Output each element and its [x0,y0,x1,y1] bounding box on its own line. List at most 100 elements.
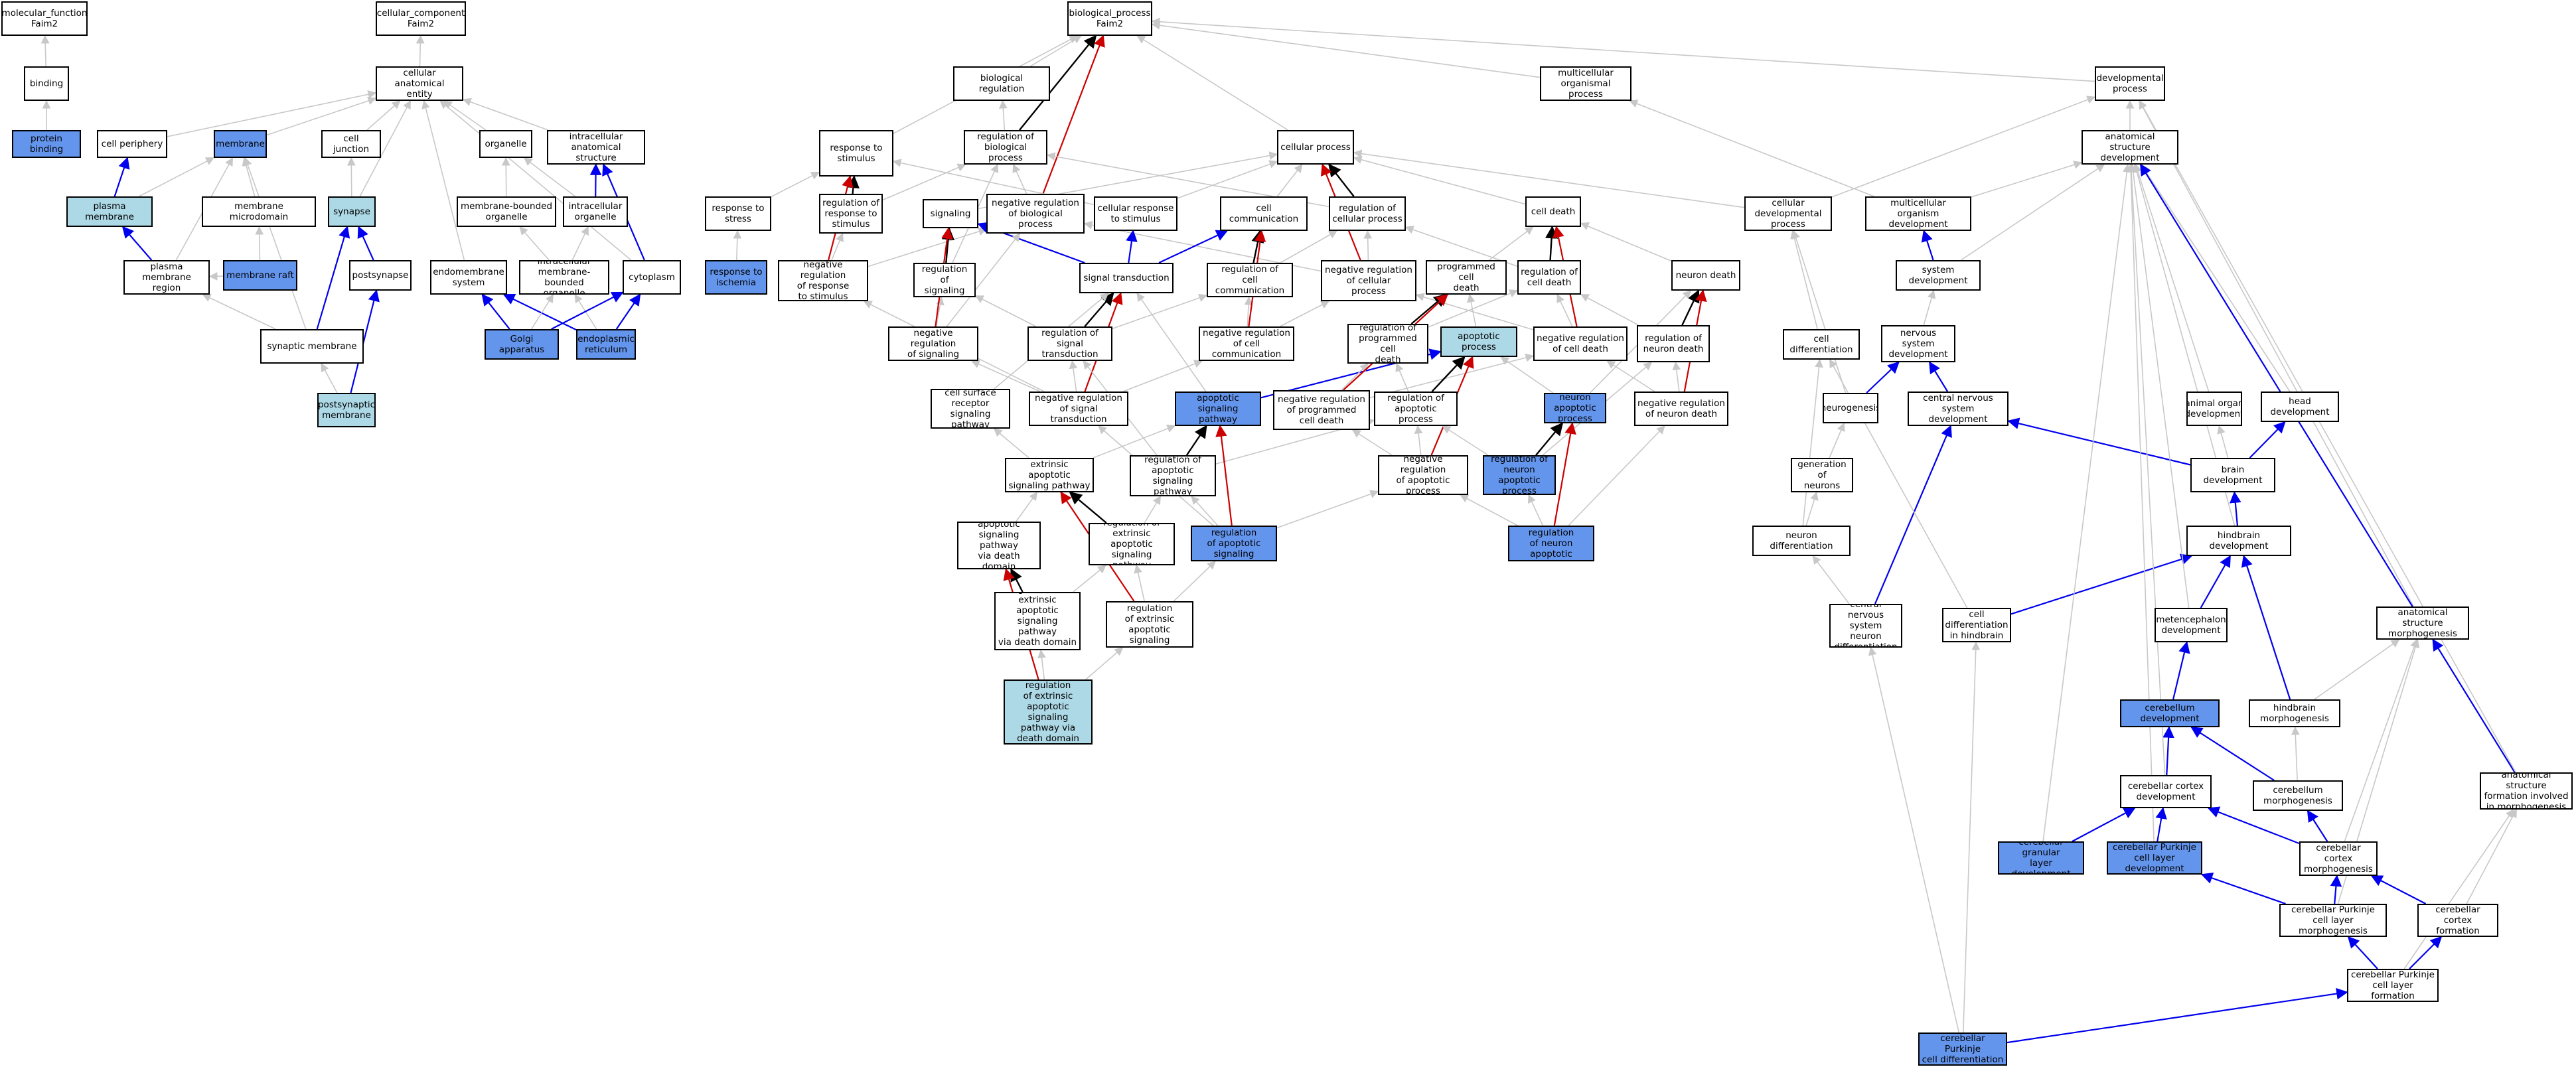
node-cell-death[interactable]: cell death [1525,196,1581,227]
node-negative-regulation-of-apoptotic-process[interactable]: negative regulation of apoptotic process [1378,455,1468,495]
node-cerebellar-granular-layer-development[interactable]: cerebellar granular layer development [1998,841,2084,875]
node-cerebellum-morphogenesis[interactable]: cerebellum morphogenesis [2253,780,2343,811]
node-cell-junction[interactable]: cell junction [321,130,381,158]
node-neuron-differentiation[interactable]: neuron differentiation [1752,526,1851,556]
node-negative-regulation-of-signaling[interactable]: negative regulation of signaling [888,326,978,361]
node-cellular-process[interactable]: cellular process [1277,130,1354,165]
node-cellular-developmental-process[interactable]: cellular developmental process [1744,196,1832,231]
node-negative-regulation-of-signal-transduction[interactable]: negative regulation of signal transducti… [1029,391,1128,426]
node-intracellular-organelle[interactable]: intracellular organelle [563,196,628,227]
node-anatomical-structure-morphogenesis[interactable]: anatomical structure morphogenesis [2376,606,2469,640]
node-endomembrane-system[interactable]: endomembrane system [430,260,507,295]
node-negative-regulation-of-biological-process[interactable]: negative regulation of biological proces… [986,194,1085,234]
node-regulation-of-programmed-cell-death[interactable]: regulation of programmed cell death [1347,324,1428,364]
node-animal-organ-development[interactable]: animal organ development [2186,391,2242,426]
node-response-to-stimulus[interactable]: response to stimulus [819,130,893,177]
node-central-nervous-system-development[interactable]: central nervous system development [1908,391,2008,426]
node-extrinsic-apoptotic-signaling-pathway[interactable]: extrinsic apoptotic signaling pathway [1005,458,1094,492]
node-metencephalon-development[interactable]: metencephalon development [2155,608,2228,642]
node-negative-regulation-of-cellular-process[interactable]: negative regulation of cellular process [1321,260,1416,301]
node-protein-binding[interactable]: protein binding [12,130,81,158]
node-regulation-of-extrinsic-apoptotic-signaling-via-death-domain[interactable]: regulation of extrinsic apoptotic signal… [994,592,1081,650]
node-negative-regulation-of-neuron-death[interactable]: negative regulation of neuron death [1634,391,1728,426]
node-cytoplasm[interactable]: cytoplasm [623,260,681,295]
node-signal-transduction[interactable]: signal transduction [1079,263,1174,293]
node-response-to-ischemia[interactable]: response to ischemia [705,260,767,295]
node-endoplasmic-reticulum[interactable]: endoplasmic reticulum [576,329,636,360]
node-regulation-of-apoptotic-signaling-pathway[interactable]: regulation of apoptotic signaling pathwa… [1130,455,1216,496]
node-cellular-response-to-stimulus[interactable]: cellular response to stimulus [1094,196,1177,231]
node-cerebellar-purkinje-cell-differentiation[interactable]: cerebellar Purkinje cell differentiation [1918,1032,2007,1066]
node-regulation-of-cell-death[interactable]: regulation of cell death [1517,260,1581,295]
node-golgi-apparatus[interactable]: Golgi apparatus [485,329,559,360]
node-multicellular-organismal-process[interactable]: multicellular organismal process [1540,66,1631,101]
node-anatomical-structure-development[interactable]: anatomical structure development [2082,130,2178,165]
node-cerebellar-cortex-formation[interactable]: cerebellar cortex formation [2417,904,2498,937]
node-plasma-membrane[interactable]: plasma membrane [66,196,153,227]
node-cell-communication[interactable]: cell communication [1220,196,1308,231]
node-apoptotic-process[interactable]: apoptotic process [1440,326,1517,357]
node-signaling[interactable]: signaling [923,199,978,228]
node-developmental-process[interactable]: developmental process [2095,66,2165,101]
node-membrane[interactable]: membrane [214,130,267,158]
node-postsynaptic-membrane[interactable]: postsynaptic membrane [317,393,376,427]
node-organelle[interactable]: organelle [479,130,532,158]
node-system-development[interactable]: system development [1896,260,1981,291]
node-negative-regulation-of-cell-communication[interactable]: negative regulation of cell communicatio… [1199,326,1294,361]
node-cerebellar-purkinje-cell-layer-development[interactable]: cerebellar Purkinje cell layer developme… [2107,841,2202,875]
node-generation-of-neurons[interactable]: generation of neurons [1791,458,1853,492]
node-negative-regulation-of-extrinsic-apoptotic-via-death-domain[interactable]: negative regulation of extrinsic apoptot… [1004,679,1093,745]
node-regulation-of-cell-communication[interactable]: regulation of cell communication [1207,263,1293,297]
node-cerebellar-cortex-development[interactable]: cerebellar cortex development [2120,775,2212,808]
node-negative-regulation-of-cell-death[interactable]: negative regulation of cell death [1533,326,1628,361]
node-regulation-of-signaling[interactable]: regulation of signaling [913,263,976,297]
node-binding[interactable]: binding [24,66,69,101]
node-apoptotic-signaling-pathway[interactable]: apoptotic signaling pathway [1175,391,1261,426]
node-membrane-microdomain[interactable]: membrane microdomain [202,196,316,227]
node-negative-regulation-of-apoptotic-signaling-pathway[interactable]: negative regulation of apoptotic signali… [1191,526,1277,561]
node-central-nervous-system-neuron-differentiation[interactable]: central nervous system neuron differenti… [1829,604,1902,648]
node-head-development[interactable]: head development [2261,391,2339,422]
node-cerebellar-purkinje-cell-layer-formation[interactable]: cerebellar Purkinje cell layer formation [2347,969,2439,1002]
node-neurogenesis[interactable]: neurogenesis [1823,393,1878,423]
node-regulation-of-signal-transduction[interactable]: regulation of signal transduction [1027,326,1112,361]
node-hindbrain-development[interactable]: hindbrain development [2186,526,2291,556]
node-negative-regulation-of-neuron-apoptotic-process[interactable]: negative regulation of neuron apoptotic … [1508,526,1594,561]
node-regulation-of-cellular-process[interactable]: regulation of cellular process [1329,196,1406,231]
node-cell-periphery[interactable]: cell periphery [97,130,167,158]
node-multicellular-organism-development[interactable]: multicellular organism development [1865,196,1971,231]
node-regulation-of-apoptotic-process[interactable]: regulation of apoptotic process [1374,391,1458,426]
node-cellular-anatomical-entity[interactable]: cellular anatomical entity [376,66,463,101]
node-cell-differentiation[interactable]: cell differentiation [1783,329,1860,360]
node-regulation-of-extrinsic-apoptotic-signaling-pathway[interactable]: regulation of extrinsic apoptotic signal… [1089,523,1175,565]
node-cerebellar-cortex-morphogenesis[interactable]: cerebellar cortex morphogenesis [2299,841,2378,876]
node-postsynapse[interactable]: postsynapse [349,260,412,291]
node-neuron-death[interactable]: neuron death [1671,260,1740,291]
node-intracellular-membrane-bounded-organelle[interactable]: intracellular membrane-bounded organelle [519,260,609,295]
node-cell-differentiation-in-hindbrain[interactable]: cell differentiation in hindbrain [1942,608,2011,642]
node-negative-regulation-of-response-to-stimulus[interactable]: negative regulation of response to stimu… [778,260,868,301]
node-molecular-function-faim2[interactable]: molecular_function Faim2 [1,1,88,36]
node-neuron-apoptotic-process[interactable]: neuron apoptotic process [1544,393,1606,423]
node-cerebellar-purkinje-cell-layer-morphogenesis[interactable]: cerebellar Purkinje cell layer morphogen… [2279,904,2387,937]
node-regulation-of-neuron-apoptotic-process[interactable]: regulation of neuron apoptotic process [1483,455,1556,495]
node-regulation-of-response-to-stimulus[interactable]: regulation of response to stimulus [819,194,883,234]
node-negative-regulation-of-programmed-cell-death[interactable]: negative regulation of programmed cell d… [1273,390,1370,430]
node-nervous-system-development[interactable]: nervous system development [1881,325,1955,362]
node-brain-development[interactable]: brain development [2190,458,2275,492]
node-synaptic-membrane[interactable]: synaptic membrane [260,329,364,364]
node-plasma-membrane-region[interactable]: plasma membrane region [123,260,210,295]
node-response-to-stress[interactable]: response to stress [705,196,771,231]
node-intracellular-anatomical-structure[interactable]: intracellular anatomical structure [547,130,645,165]
node-membrane-raft[interactable]: membrane raft [223,260,297,291]
node-biological-regulation[interactable]: biological regulation [953,66,1050,101]
node-cell-surface-receptor-signaling-pathway[interactable]: cell surface receptor signaling pathway [931,389,1010,429]
node-negative-regulation-of-extrinsic-apoptotic-signaling-pathway[interactable]: negative regulation of extrinsic apoptot… [1106,601,1193,648]
node-regulation-of-biological-process[interactable]: regulation of biological process [964,130,1047,165]
node-cellular-component-faim2[interactable]: cellular_component Faim2 [376,1,466,36]
node-membrane-bounded-organelle[interactable]: membrane-bounded organelle [457,196,556,227]
node-regulation-of-neuron-death[interactable]: regulation of neuron death [1637,325,1710,362]
node-hindbrain-morphogenesis[interactable]: hindbrain morphogenesis [2249,699,2340,727]
node-extrinsic-apoptotic-signaling-pathway-via-death-domain-receptors[interactable]: extrinsic apoptotic signaling pathway vi… [957,522,1041,569]
node-synapse[interactable]: synapse [328,196,376,227]
